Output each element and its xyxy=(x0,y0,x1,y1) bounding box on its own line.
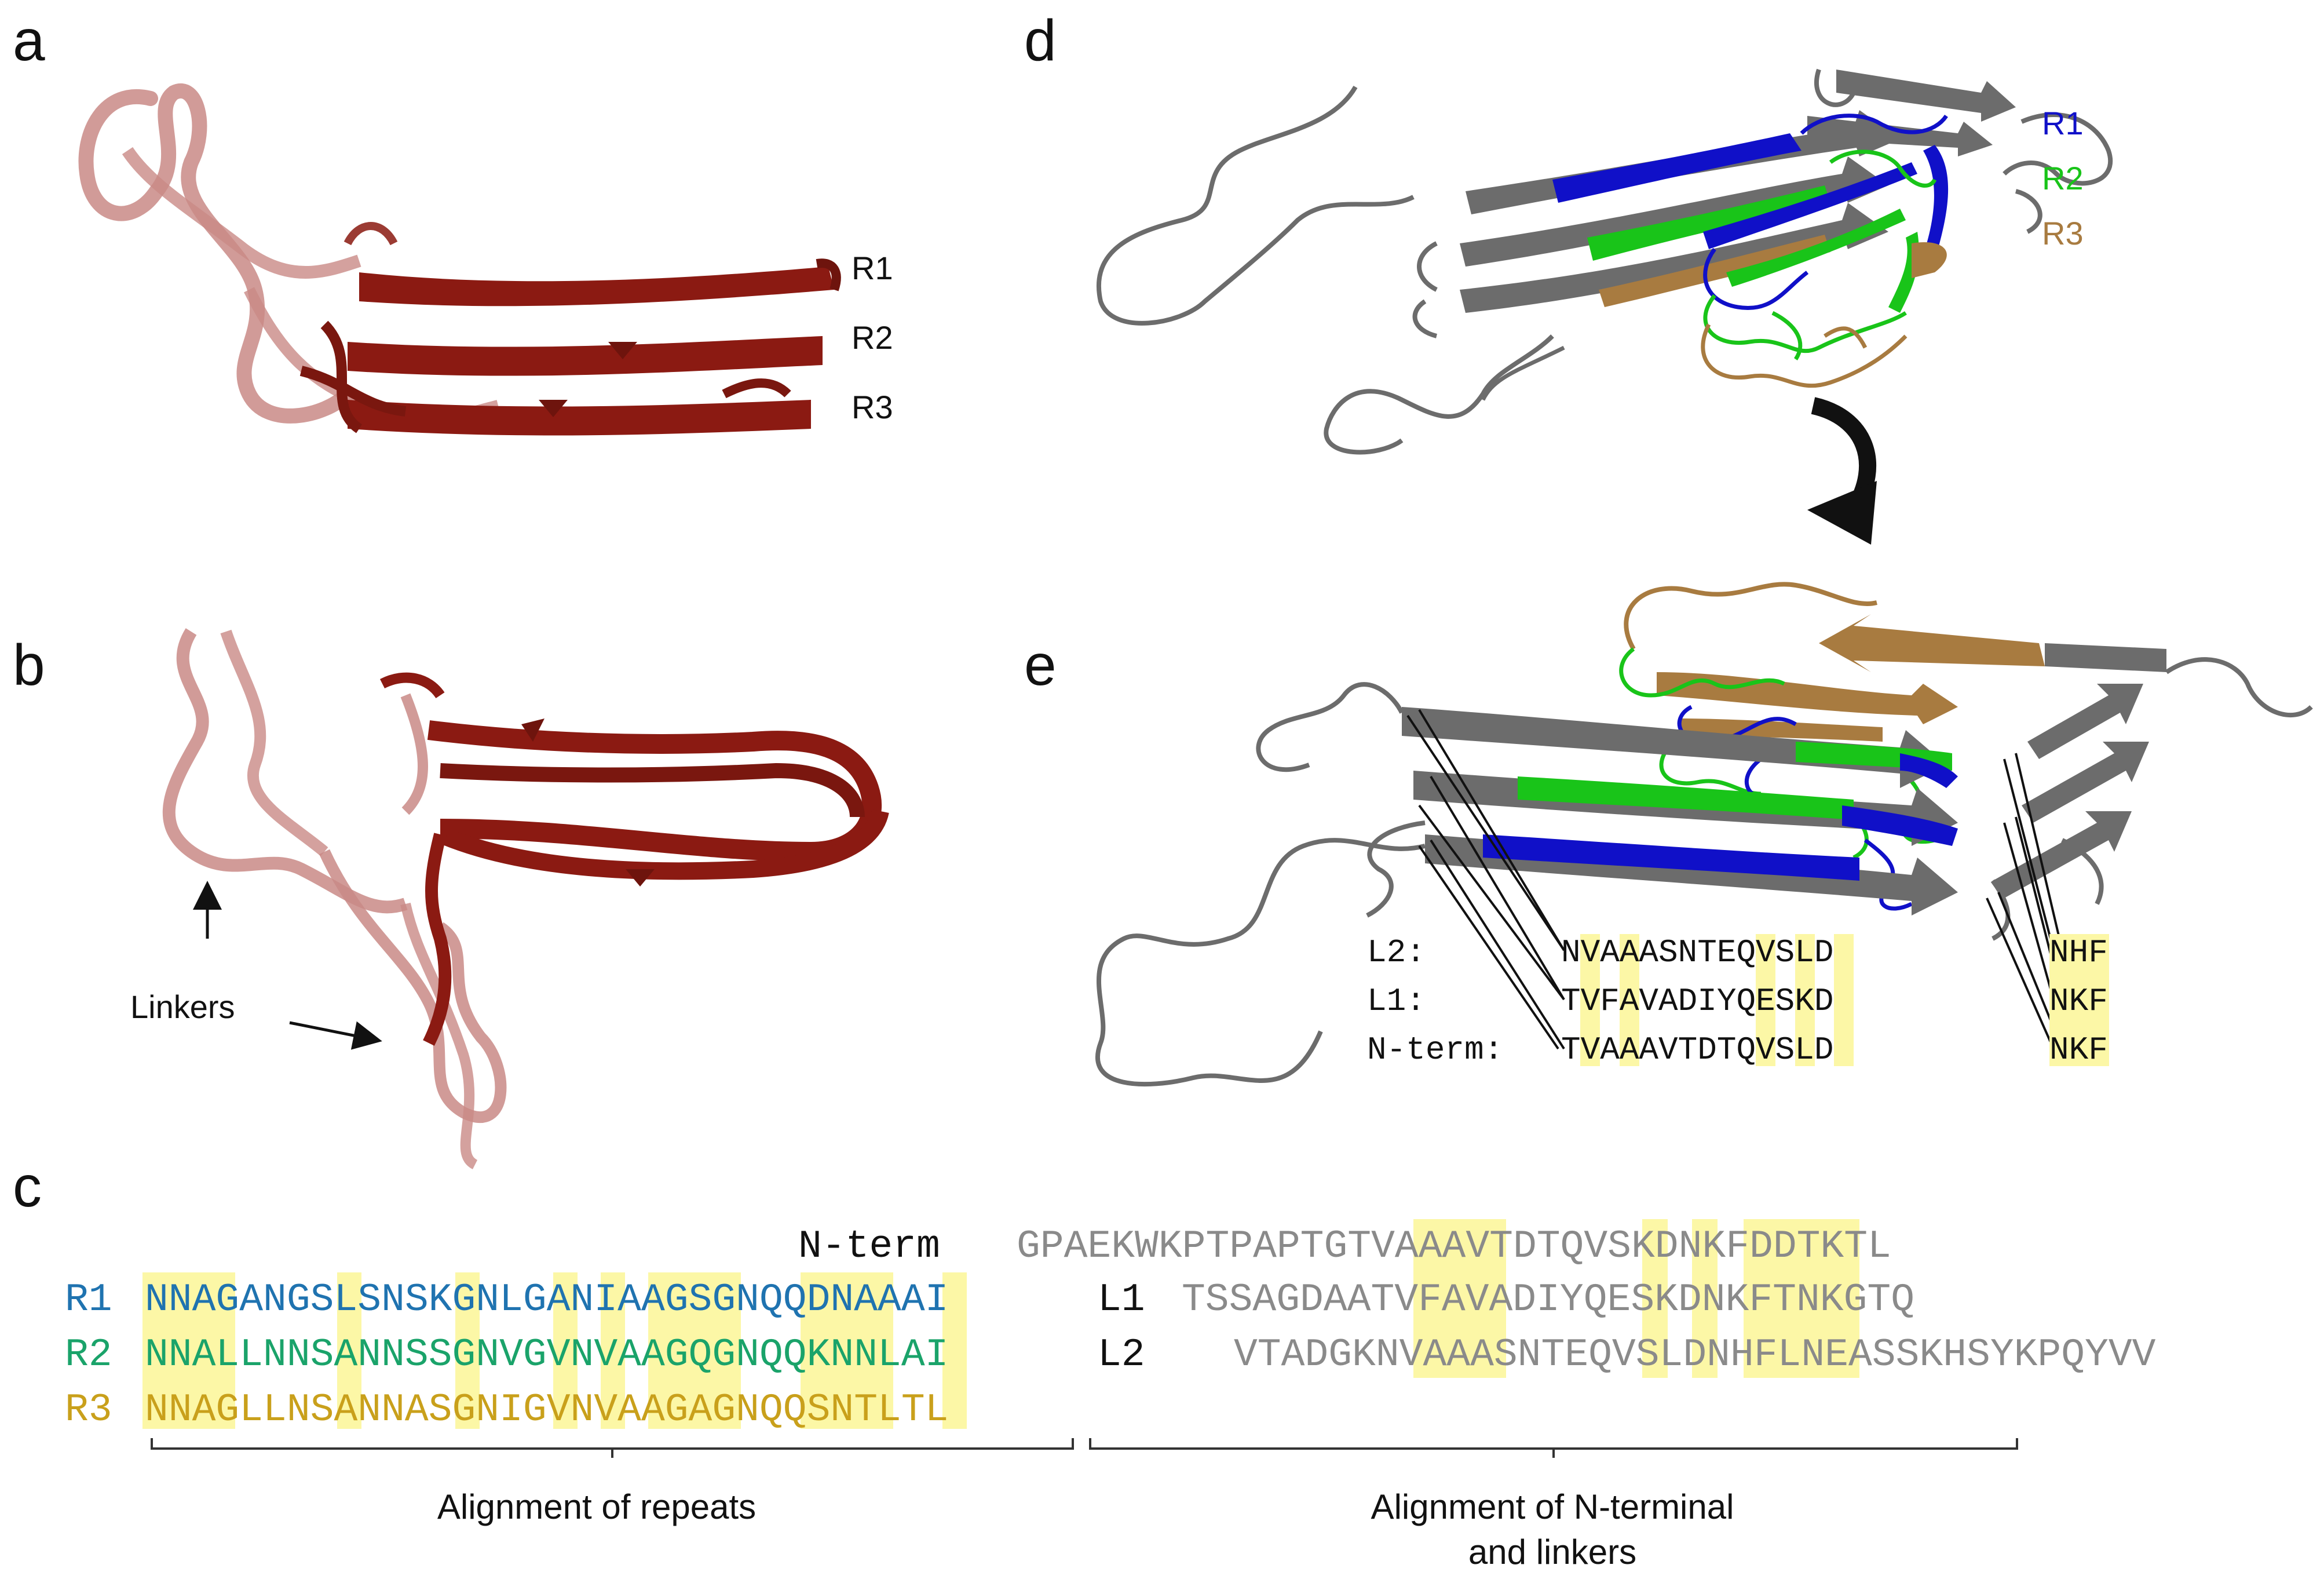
panel-e-row-seq-l2: NVAAASNTEQVSLD xyxy=(1561,934,1834,971)
linkers-label: Linkers xyxy=(130,989,235,1025)
panel-d-structure xyxy=(1096,68,2113,545)
linker1-seq: TSSAGDAATVFAVADIYQESKDNKFTNKGTQ xyxy=(1182,1278,1915,1322)
nterm-seq: GPAEKWKPTPAPTGTVAAAVTDTQVSKDNKFDDTKTL xyxy=(1017,1224,1891,1269)
repeat-name-r2: R2 xyxy=(65,1333,112,1377)
panel-e-row-name-l2: L2: xyxy=(1367,934,1426,971)
panel-letter-e: e xyxy=(1024,633,1057,698)
panel-e-row-tail-nterm: NKF xyxy=(2049,1031,2108,1068)
panel-e-row-tail-l2: NHF xyxy=(2049,934,2108,971)
panel-a-structure xyxy=(78,83,841,436)
panel-a-label-r3: R3 xyxy=(852,389,893,425)
panel-b-structure xyxy=(162,628,889,1170)
panel-e-row-seq-l1: TVFAVADIYQESKD xyxy=(1561,983,1834,1020)
caption-alignment-nterm-line2: and linkers xyxy=(1468,1533,1637,1571)
caption-alignment-nterm-line1: Alignment of N-terminal xyxy=(1371,1487,1734,1526)
panel-d-label-r2: R2 xyxy=(2042,160,2084,196)
repeat-seq-r3: NNAGLLNSANNASGNIGVNVAAGAGNQQSNTLTL xyxy=(145,1388,949,1432)
repeat-seq-r2: NNALLNNSANNSSGNVGVNVAAGQGNQQKNNLAI xyxy=(145,1333,949,1377)
repeat-name-r1: R1 xyxy=(65,1278,112,1322)
alignment-brackets xyxy=(151,1438,2018,1458)
panel-letter-a: a xyxy=(13,8,45,73)
panel-e-row-name-nterm: N-term: xyxy=(1367,1031,1504,1068)
panel-e-row-tail-l1: NKF xyxy=(2049,983,2108,1020)
nterm-name: N-term xyxy=(798,1224,940,1269)
panel-letter-c: c xyxy=(13,1154,42,1219)
panel-e-row-name-l1: L1: xyxy=(1367,983,1426,1020)
panel-d-label-r3: R3 xyxy=(2042,215,2084,251)
panel-e-structure xyxy=(1095,582,2313,1087)
panel-e-row-seq-nterm: TVAAAVTDTQVSLD xyxy=(1561,1031,1834,1068)
panel-letter-d: d xyxy=(1024,8,1057,73)
linker2-seq: VTADGKNVAAASNTEQVSLDNHFLNEASSKHSYKPQYVV xyxy=(1234,1333,2156,1377)
repeat-name-r3: R3 xyxy=(65,1388,112,1432)
panel-letter-b: b xyxy=(13,633,45,698)
linker2-name: L2 xyxy=(1098,1333,1145,1377)
caption-alignment-of-repeats: Alignment of repeats xyxy=(437,1487,757,1526)
repeat-seq-r1: NNAGANGSLSNSKGNLGANIAAGSGNQQDNAAAI xyxy=(145,1278,949,1322)
linker1-name: L1 xyxy=(1098,1278,1145,1322)
panel-d-label-r1: R1 xyxy=(2042,105,2084,141)
panel-a-label-r1: R1 xyxy=(852,250,893,286)
panel-a-label-r2: R2 xyxy=(852,319,893,356)
